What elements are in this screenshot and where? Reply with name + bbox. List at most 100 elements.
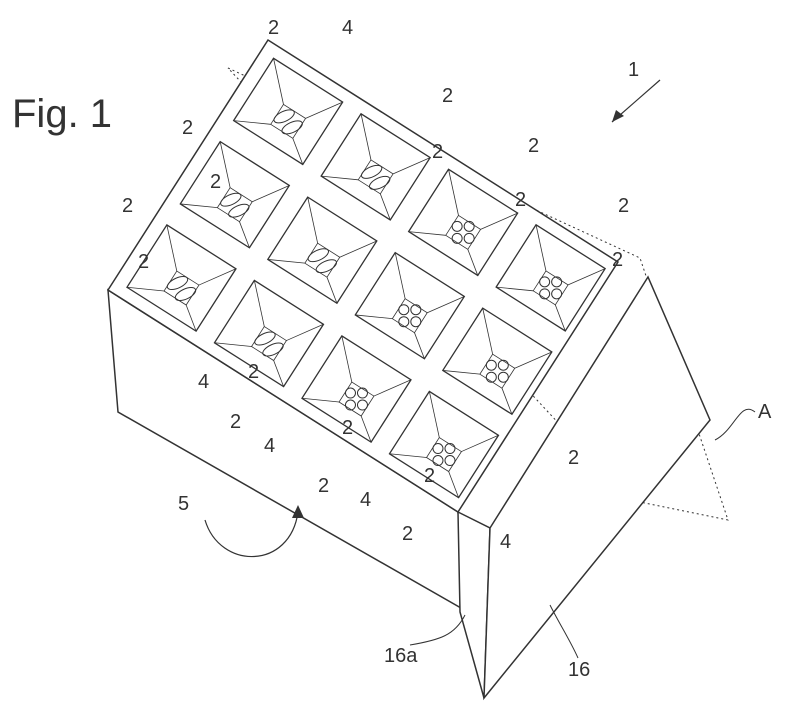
cell-funnel-edge	[379, 193, 391, 221]
label-cell: 2	[318, 475, 330, 497]
hole-round	[410, 316, 422, 328]
cell-funnel-edge	[394, 252, 406, 299]
hole-oval	[254, 331, 276, 346]
cell-funnel-edge	[321, 175, 359, 181]
leader-a	[714, 408, 756, 441]
cell-funnel-edge	[273, 58, 284, 105]
hole-round	[432, 455, 444, 467]
label-cell: 2	[230, 411, 242, 433]
label-hole: 4	[198, 371, 210, 393]
cell-funnel-edge	[126, 286, 165, 292]
cell-funnel-edge	[482, 308, 494, 355]
label-cell: 2	[342, 417, 354, 439]
label-cell: 2	[515, 189, 527, 211]
hole-round	[410, 304, 422, 316]
cell-funnel-edge	[360, 113, 372, 160]
hole-round	[451, 220, 463, 232]
hole-round	[344, 399, 356, 411]
cell-funnel-edge	[467, 249, 479, 276]
hole-oval	[273, 109, 295, 124]
cell-funnel-edge	[496, 286, 534, 292]
wall-16	[483, 275, 711, 701]
cell-funnel-edge	[301, 397, 340, 403]
cell-funnel-edge	[442, 370, 480, 375]
hole-round	[356, 387, 368, 399]
cell-funnel-edge	[198, 268, 237, 286]
label-cell: 2	[432, 141, 444, 163]
cell-funnel-edge	[480, 212, 518, 230]
cell-funnel-edge	[427, 296, 465, 314]
cell-funnel-edge	[448, 471, 459, 498]
label-hole: 4	[500, 531, 512, 553]
hole-round	[356, 399, 368, 411]
hole-oval	[262, 342, 284, 357]
cell-funnel-edge	[501, 388, 513, 415]
label-hole: 4	[264, 435, 276, 457]
hole-round	[444, 443, 456, 455]
hole-round	[344, 387, 356, 399]
label-wall: 16	[568, 659, 591, 681]
hole-round	[398, 304, 410, 316]
cell-funnel-edge	[355, 314, 393, 320]
cell-funnel-edge	[448, 169, 459, 216]
cell-funnel-edge	[554, 304, 566, 332]
cell-funnel-edge	[273, 360, 284, 387]
hole-round	[539, 276, 551, 288]
cell-funnel-edge	[214, 342, 252, 347]
hole-oval	[166, 276, 189, 291]
label-cell: 2	[122, 195, 134, 217]
cell-funnel-edge	[233, 120, 271, 125]
cell-funnel-edge	[185, 304, 197, 332]
hole-round	[551, 288, 563, 300]
cell-funnel-edge	[428, 391, 440, 438]
cell-funnel-edge	[307, 197, 319, 244]
cell-funnel-edge	[339, 240, 377, 258]
cell-funnel-edge	[326, 277, 338, 304]
hole-round	[497, 359, 509, 371]
cell-funnel-edge	[535, 224, 547, 271]
hole-round	[551, 276, 563, 288]
label-cell: 2	[182, 117, 194, 139]
cell-funnel-edge	[286, 323, 324, 341]
hole-oval	[281, 120, 303, 135]
cell-funnel-edge	[253, 280, 265, 327]
label-plane: A	[758, 401, 772, 423]
label-cell: 2	[268, 17, 280, 39]
cell-funnel-edge	[514, 351, 552, 369]
hole-round	[485, 371, 497, 383]
leader-16	[549, 604, 579, 659]
cell-funnel-edge	[461, 434, 499, 452]
hole-oval	[228, 203, 250, 218]
hole-oval	[315, 259, 338, 274]
cell-funnel-edge	[389, 453, 427, 458]
hole-round	[463, 232, 475, 244]
rotation-arrow	[204, 511, 299, 558]
hole-round	[451, 232, 463, 244]
label-hole: 4	[342, 17, 354, 39]
cell-funnel-edge	[392, 157, 431, 175]
label-hole: 4	[360, 489, 372, 511]
label-cell: 2	[612, 249, 624, 271]
arrow-head	[292, 505, 304, 518]
cell-funnel-edge	[414, 332, 425, 359]
label-cell: 2	[442, 85, 454, 107]
label-wall-edge: 16a	[384, 645, 418, 667]
label-cell: 2	[528, 135, 540, 157]
label-cell: 2	[248, 361, 260, 383]
hole-round	[539, 288, 551, 300]
cell-funnel-edge	[267, 259, 305, 264]
label-rotation: 5	[178, 493, 190, 515]
cell-funnel-edge	[341, 335, 353, 383]
hole-round	[463, 220, 475, 232]
cell-funnel-edge	[252, 185, 290, 203]
label-device: 1	[628, 59, 640, 81]
cell-funnel-edge	[219, 141, 231, 188]
cell-funnel-edge	[239, 221, 250, 248]
hole-round	[497, 371, 509, 383]
cell-funnel-edge	[292, 138, 304, 165]
cell-funnel-edge	[567, 268, 606, 286]
cell-funnel-edge	[373, 379, 412, 397]
cell-funnel-edge	[408, 231, 446, 236]
